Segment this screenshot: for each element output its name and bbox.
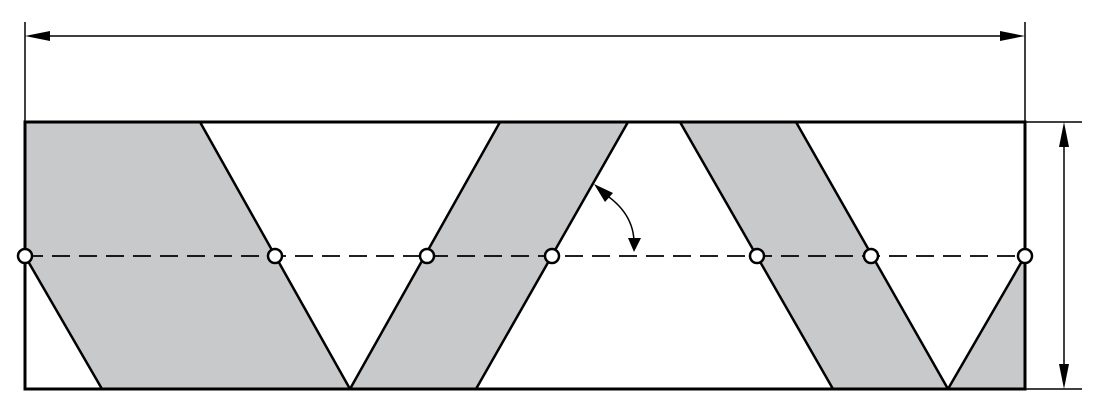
node — [748, 247, 766, 265]
node — [418, 247, 436, 265]
width-arrowhead-right — [1000, 31, 1025, 41]
height-dimension — [1025, 121, 1082, 390]
node — [1016, 247, 1034, 265]
band-edge-7 — [946, 254, 1027, 391]
angle-indicator — [594, 184, 641, 252]
angle-arrowhead-lower — [628, 238, 641, 252]
node — [543, 247, 561, 265]
height-arrowhead-top — [1059, 122, 1069, 147]
node — [16, 247, 34, 265]
width-arrowhead-left — [25, 31, 50, 41]
angle-arrowhead-upper — [594, 184, 613, 202]
height-arrowhead-bottom — [1059, 364, 1069, 389]
band-edge-1 — [23, 254, 104, 391]
width-dimension — [24, 22, 1026, 122]
centerline-nodes — [16, 247, 1034, 265]
node — [862, 247, 880, 265]
node — [266, 247, 284, 265]
